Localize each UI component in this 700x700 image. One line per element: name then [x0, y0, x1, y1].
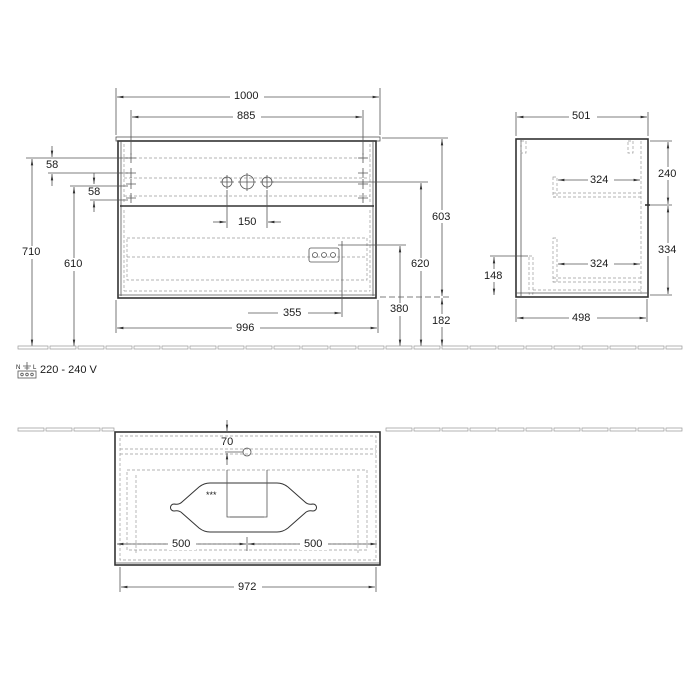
dim-height-to-top: 710: [22, 246, 41, 258]
dim-drawer-bottom-depth: 324: [590, 258, 609, 270]
dim-drill-spacing-top: 58: [46, 159, 59, 171]
wall-line: [17, 427, 683, 432]
dim-depth-bottom: 498: [572, 312, 591, 324]
front-view: [20, 88, 454, 346]
dim-drawer-top-depth: 324: [590, 174, 609, 186]
side-view: [482, 110, 680, 324]
basin-outline: [170, 482, 317, 533]
dim-total-width: 972: [238, 581, 257, 593]
svg-text:L: L: [33, 365, 37, 371]
basin-mark: ***: [206, 490, 217, 500]
socket-icon: [308, 247, 340, 263]
dim-width-total: 1000: [234, 90, 259, 102]
dim-depth-top: 501: [572, 110, 591, 122]
dim-left-half: 500: [172, 538, 191, 550]
dim-body-height: 603: [432, 211, 451, 223]
dim-tap-offset: 70: [221, 436, 234, 448]
dim-width-bottom: 996: [236, 322, 255, 334]
dim-lower-height: 334: [658, 244, 677, 256]
dim-height-620: 620: [411, 258, 430, 270]
svg-text:N: N: [16, 365, 20, 371]
dim-tap-spacing: 150: [238, 216, 257, 228]
dim-width-inner: 885: [237, 110, 256, 122]
socket-icon: N L: [16, 362, 37, 379]
wall-line: [17, 345, 683, 350]
dim-right-half: 500: [304, 538, 323, 550]
top-view: [114, 420, 381, 593]
dim-height-380: 380: [390, 303, 409, 315]
dim-height-to-drill: 610: [64, 258, 83, 270]
tap-hole-icon: [220, 173, 274, 191]
dim-upper-height: 240: [658, 168, 677, 180]
dim-drill-spacing-bottom: 58: [88, 186, 101, 198]
dim-floor-clearance: 182: [432, 315, 451, 327]
voltage-label: 220 - 240 V: [40, 364, 97, 376]
dim-siphon-height: 148: [484, 270, 503, 282]
dim-socket-offset: 355: [283, 307, 302, 319]
